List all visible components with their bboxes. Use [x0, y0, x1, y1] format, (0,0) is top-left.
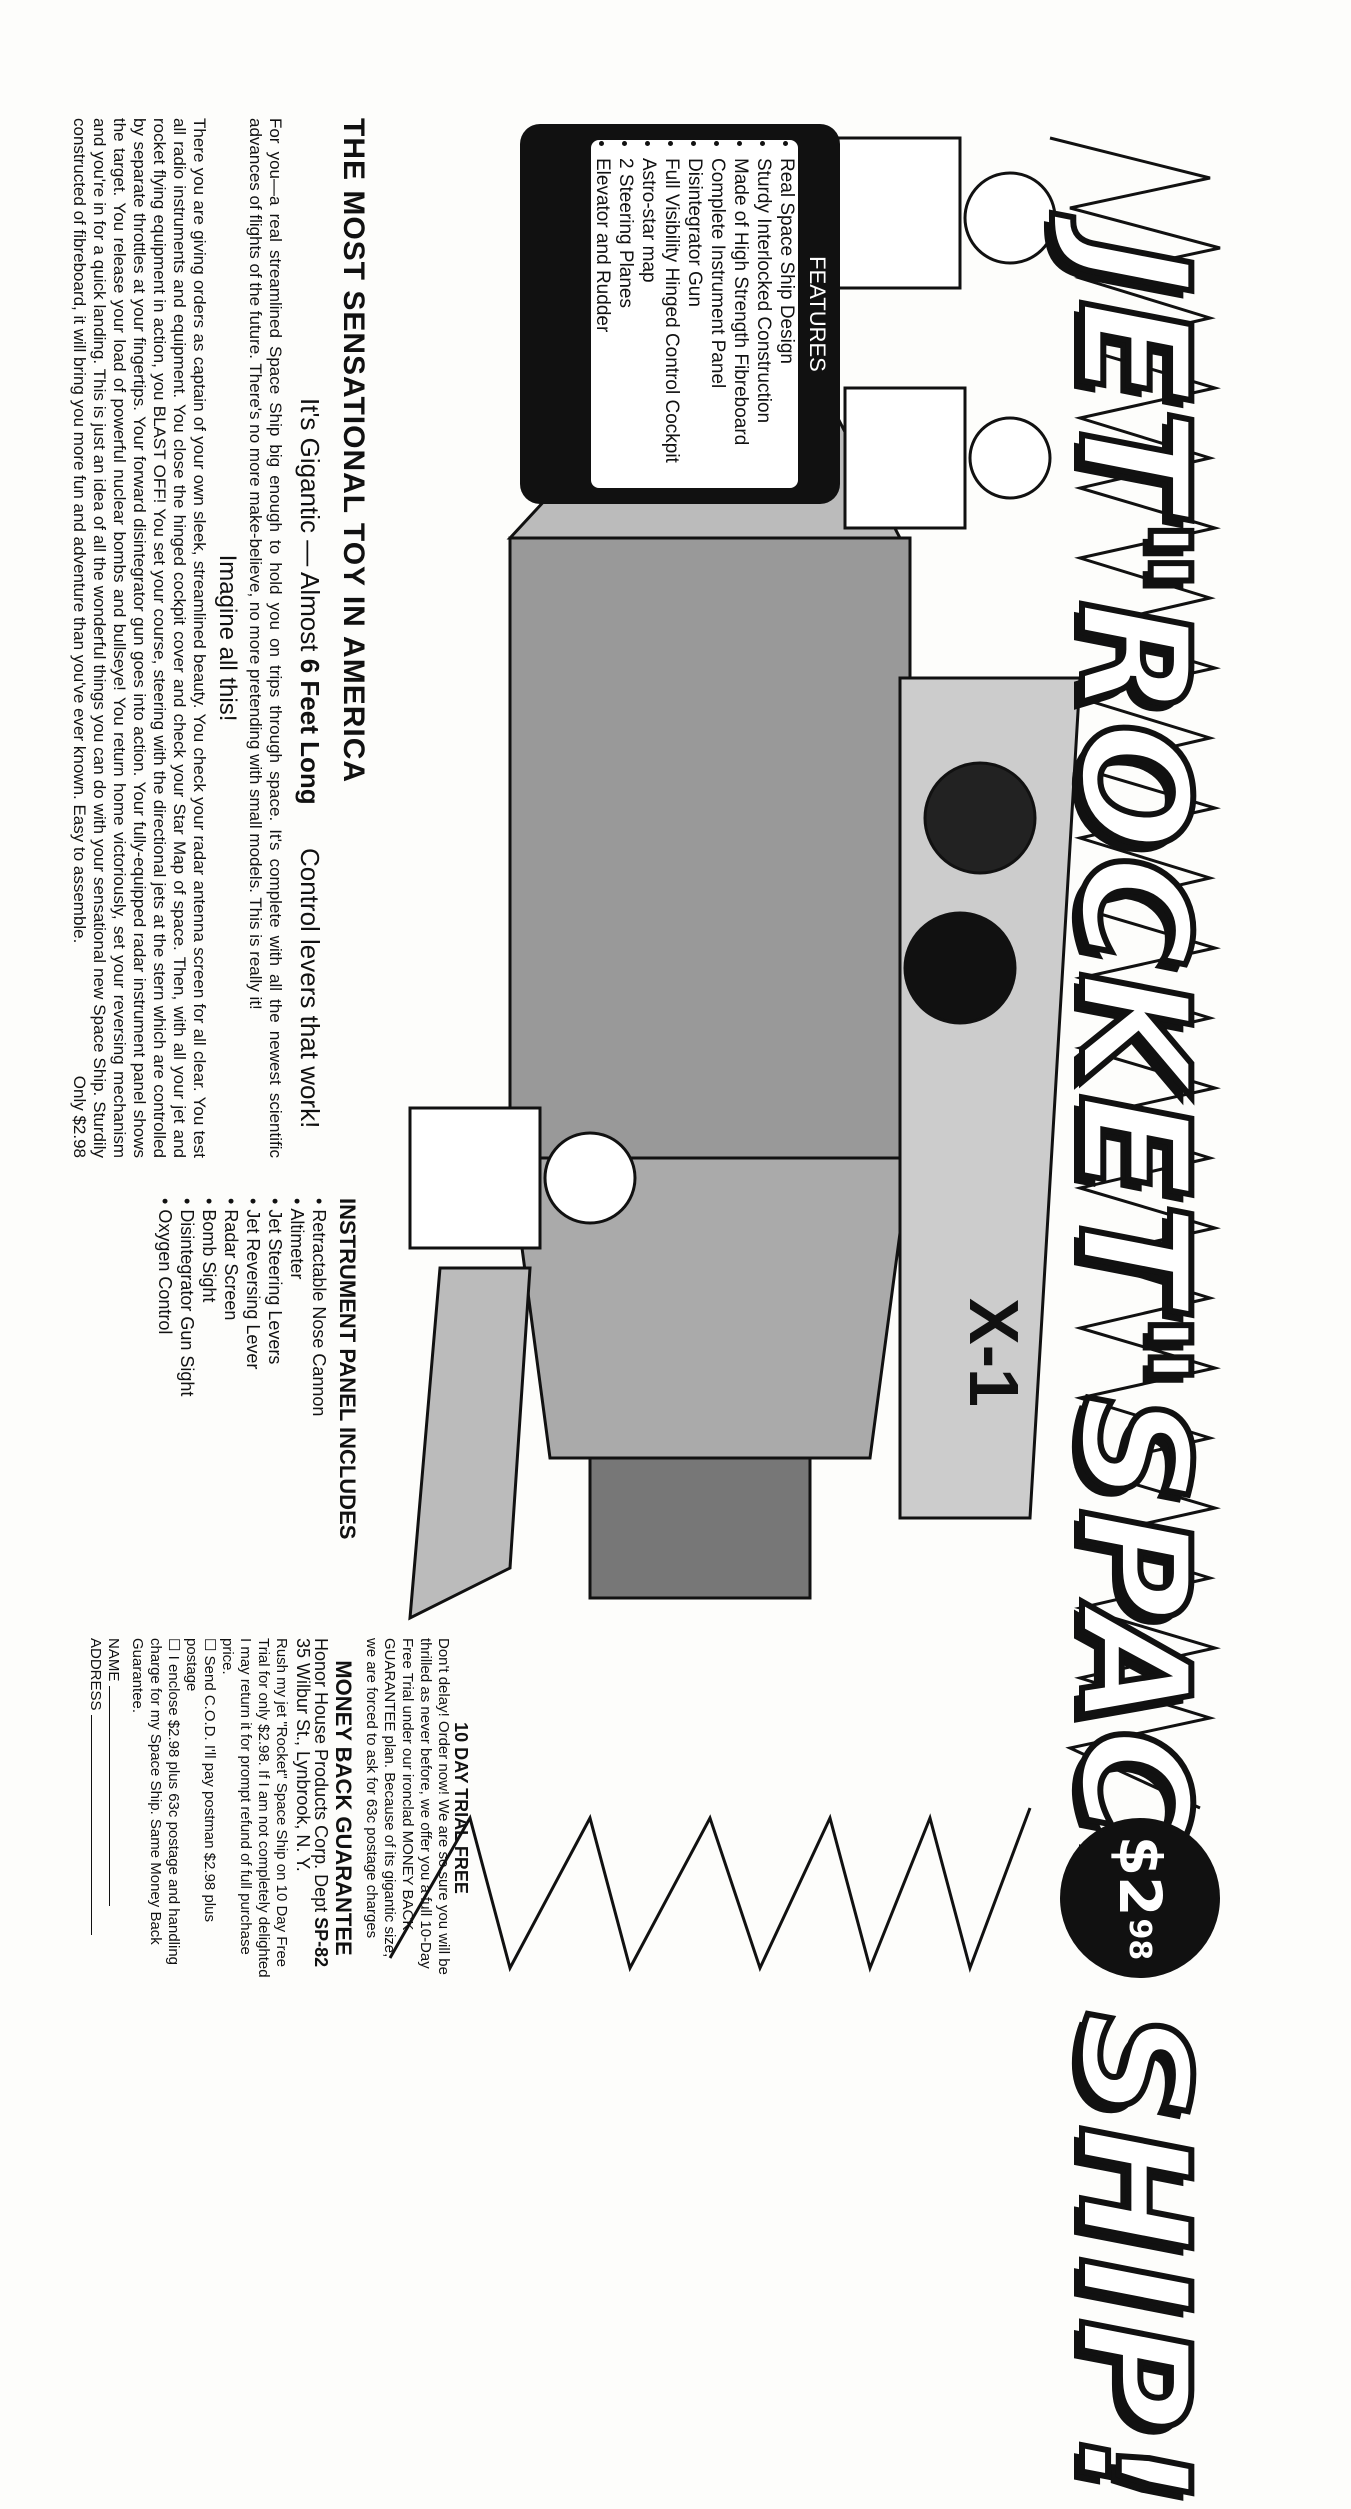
feature-item: Made of High Strength Fibreboard — [729, 158, 752, 488]
trial-title: 10 DAY TRIAL FREE — [451, 1722, 471, 1894]
features-title: FEATURES — [805, 256, 830, 372]
feature-item: Sturdy Interlocked Construction — [752, 158, 775, 488]
feature-item: Elevator and Rudder — [591, 158, 614, 488]
body-price: Only $2.98 — [70, 1075, 89, 1158]
instrument-item: Retractable Nose Cannon — [308, 1198, 330, 1416]
subhead-bold: 6 Feet Long — [295, 658, 325, 805]
price-cents: 98 — [1122, 1918, 1158, 1961]
children-figures — [408, 136, 1057, 1250]
ship-label: X-1 — [955, 1298, 1033, 1407]
address-label: ADDRESS — [87, 1638, 104, 1711]
name-label: NAME — [105, 1638, 122, 1682]
trial-text: Don't delay! Order now! We are so sure y… — [363, 1638, 452, 1975]
feature-item: 2 Steering Planes — [614, 158, 637, 488]
feature-item: Astro-star map — [637, 158, 660, 488]
coupon-title: MONEY BACK GUARANTEE — [331, 1660, 356, 1956]
order-coupon: 10 DAY TRIAL FREE Don't delay! Order now… — [86, 1638, 471, 1978]
coupon-company: Honor House Products Corp. Dept SP-82 35… — [293, 1638, 331, 1978]
subhead-right: Control levers that work! — [295, 847, 325, 1129]
option-enclose-label: I enclose $2.98 plus 63c postage and han… — [129, 1638, 182, 1966]
instrument-item: Radar Screen — [220, 1198, 242, 1416]
feature-item: Complete Instrument Panel — [706, 158, 729, 488]
instrument-item: Jet Reversing Lever — [242, 1198, 264, 1416]
feature-item: Real Space Ship Design — [775, 158, 798, 488]
company-dept: SP-82 — [311, 1917, 331, 1968]
option-cod-label: Send C.O.D. I'll pay postman $2.98 plus … — [183, 1638, 218, 1922]
instrument-panel-title: INSTRUMENT PANEL INCLUDES — [335, 1198, 360, 1540]
rocket-ship — [408, 265, 1082, 1621]
instrument-panel-list: Retractable Nose CannonAltimeterJet Stee… — [154, 1198, 330, 1416]
instrument-item: Altimeter — [286, 1198, 308, 1416]
features-card — [80, 118, 410, 498]
price-dollars: $2 — [1106, 1835, 1174, 1917]
rocket-illustration: X-1 — [388, 136, 1221, 1973]
instrument-item: Bomb Sight — [198, 1198, 220, 1416]
features-section: FEATURES Real Space Ship DesignSturdy In… — [520, 124, 840, 504]
option-enclose[interactable]: ☐ I enclose $2.98 plus 63c postage and h… — [129, 1638, 182, 1966]
company-name: Honor House Products Corp. Dept — [311, 1638, 331, 1913]
address-field[interactable] — [91, 1714, 92, 1935]
coupon-rush-text: Rush my jet "Rocket" Space Ship on 10 Da… — [219, 1638, 290, 1978]
company-address: 35 Wilbur St., Lynbrook, N. Y. — [293, 1638, 313, 1872]
instrument-item: Jet Steering Levers — [264, 1198, 286, 1416]
feature-item: Full Visibility Hinged Control Cockpit — [660, 158, 683, 488]
ad-title: JET"ROCKET"SPACE SHIP! — [1043, 235, 1223, 2509]
name-field[interactable] — [109, 1685, 110, 1906]
instrument-item: Disintegrator Gun Sight — [176, 1198, 198, 1416]
option-cod[interactable]: ☐ Send C.O.D. I'll pay postman $2.98 plu… — [183, 1638, 218, 1922]
feature-item: Disintegrator Gun — [683, 158, 706, 488]
features-list: Real Space Ship DesignSturdy Interlocked… — [591, 140, 798, 488]
instrument-item: Oxygen Control — [154, 1198, 176, 1416]
